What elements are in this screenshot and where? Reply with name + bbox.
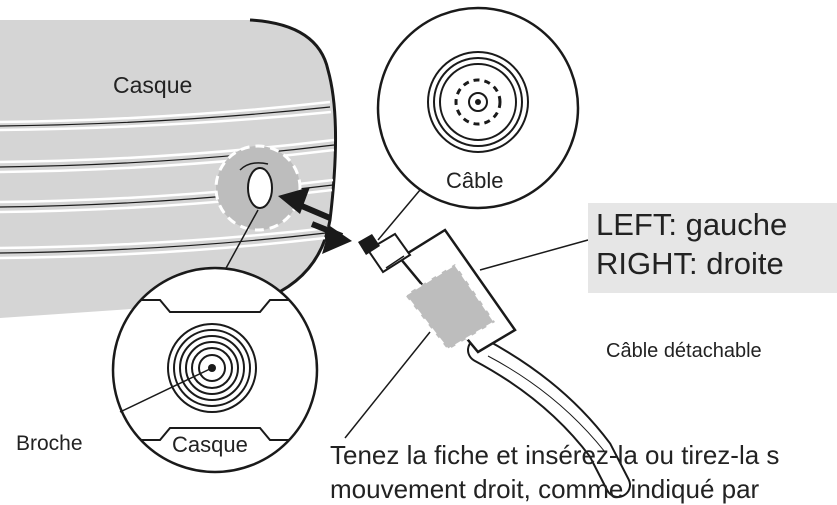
label-right: RIGHT: droite [596,246,784,281]
instruction-line-2: mouvement droit, comme indiqué par [330,474,760,504]
instruction-line-1: Tenez la fiche et insérez-la ou tirez-la… [330,440,780,470]
jack-zoom-circle [111,209,319,474]
label-cable-detachable: Câble détachable [606,340,762,362]
plug-zoom-circle [376,6,580,241]
detachable-cable [358,228,631,498]
label-casque-top: Casque [113,72,193,98]
leader-lines [344,239,589,439]
label-broche: Broche [16,432,83,455]
housing-jack-socket [214,144,302,232]
insert-arrow-icon [278,187,352,254]
label-left: LEFT: gauche [596,207,788,242]
left-right-label-box [588,203,837,293]
headphone-housing [0,18,338,318]
label-cable-zoom: Câble [446,168,504,193]
label-casque-bottom: Casque [172,432,248,457]
